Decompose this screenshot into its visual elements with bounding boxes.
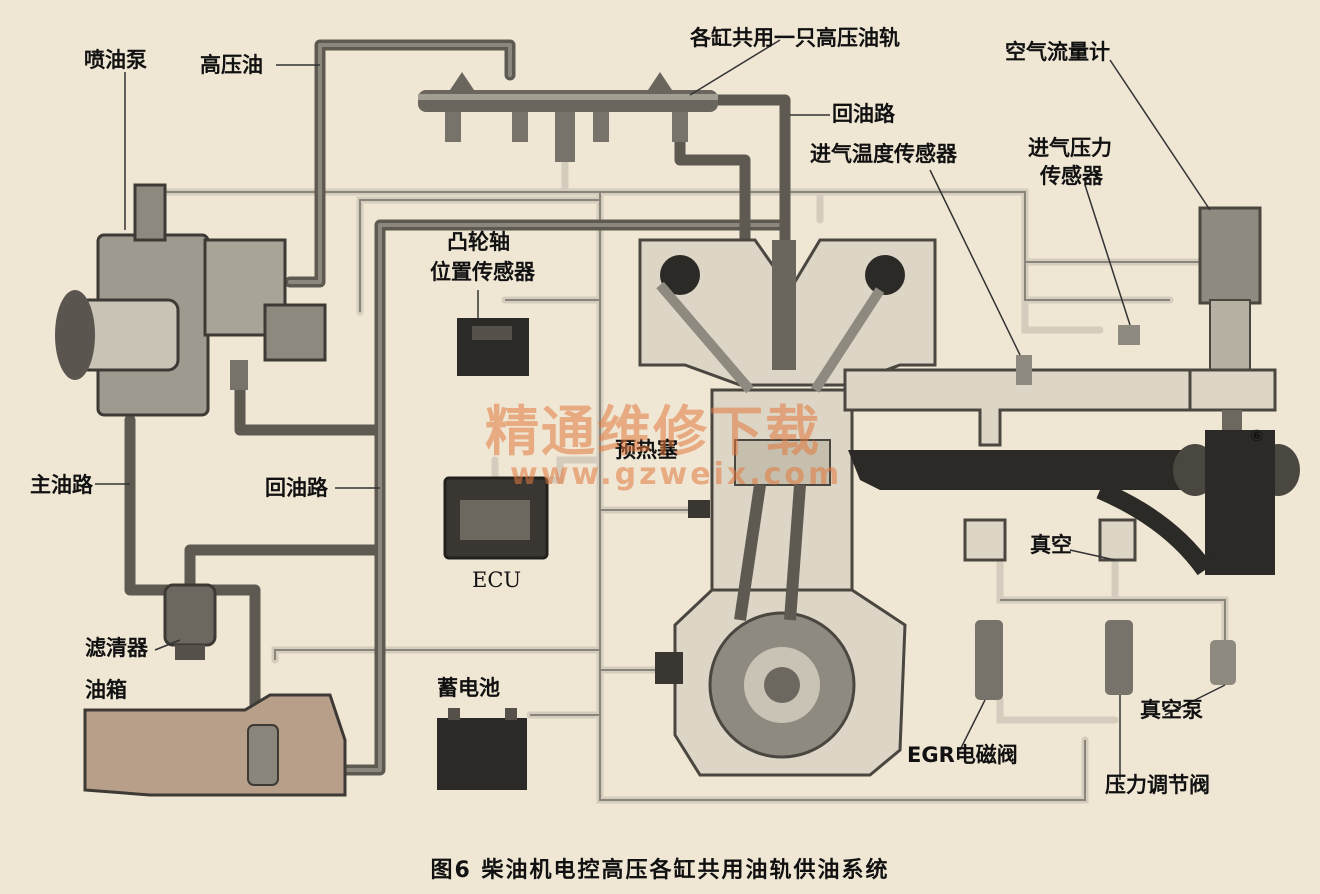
label-battery: 蓄电池 — [437, 676, 500, 700]
figure-caption: 图6 柴油机电控高压各缸共用油轨供油系统 — [430, 858, 890, 883]
label-injection-pump: 喷油泵 — [84, 48, 147, 72]
label-ecu: ECU — [472, 568, 522, 592]
battery — [437, 708, 527, 790]
fuel-pipes — [124, 39, 791, 776]
label-fuel-tank: 油箱 — [85, 678, 127, 702]
leader-lines — [95, 39, 1226, 780]
common-rail — [418, 72, 718, 162]
ecu-box — [443, 476, 549, 560]
label-vacuum: 真空 — [1030, 533, 1072, 557]
label-filter: 滤清器 — [85, 636, 148, 660]
label-camshaft-sensor-line1: 凸轮轴 — [447, 230, 510, 254]
egr-valve-body — [963, 518, 1007, 700]
label-intake-pressure-sensor-line1: 进气压力 — [1028, 136, 1112, 160]
label-intake-pressure-sensor-line2: 传感器 — [1040, 164, 1103, 188]
injection-pump — [55, 183, 327, 417]
pressure-regulator-body — [1098, 518, 1137, 695]
label-egr-valve: EGR电磁阀 — [907, 743, 1018, 767]
watermark-text: 精通维修下载 — [485, 400, 821, 463]
wiring-lines-inner — [160, 191, 1226, 801]
label-glow-plug: 预热塞 — [615, 438, 678, 462]
camshaft-sensor — [457, 318, 529, 376]
watermark-url: www.gzweix.com — [510, 457, 843, 492]
label-intake-temp-sensor: 进气温度传感器 — [810, 142, 957, 166]
label-common-rail: 各缸共用一只高压油轨 — [690, 26, 900, 50]
label-camshaft-sensor-line2: 位置传感器 — [430, 260, 535, 284]
label-high-pressure-oil: 高压油 — [200, 53, 263, 77]
fuel-filter — [163, 583, 217, 660]
label-pressure-regulator: 压力调节阀 — [1105, 773, 1210, 797]
label-main-oil-line: 主油路 — [30, 473, 93, 497]
label-circled-six: ⑥ — [1250, 426, 1264, 445]
exhaust-pipe — [848, 430, 1300, 576]
label-air-flow-meter: 空气流量计 — [1005, 40, 1110, 64]
vacuum-pump-body — [1210, 640, 1236, 685]
fuel-tank — [83, 693, 347, 797]
label-vacuum-pump: 真空泵 — [1140, 698, 1203, 722]
label-return-line-left: 回油路 — [265, 476, 328, 500]
intake-manifold — [843, 206, 1277, 455]
engine-block — [638, 238, 937, 777]
label-return-line-top: 回油路 — [832, 102, 895, 126]
